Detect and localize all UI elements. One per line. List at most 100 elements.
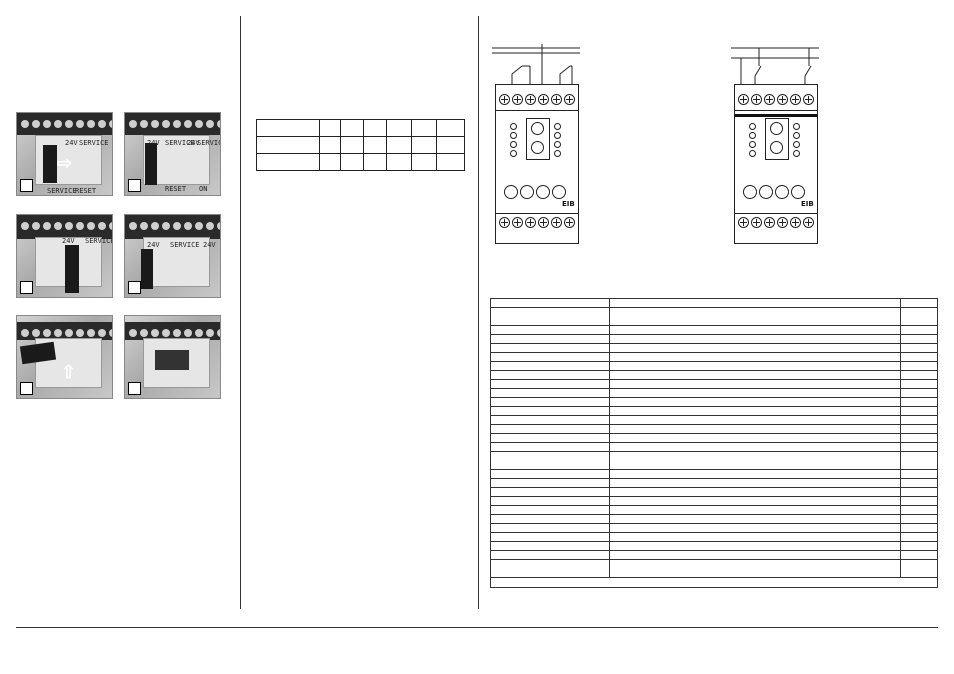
table-cell xyxy=(490,442,610,452)
photo-label: SERVICE xyxy=(170,241,200,249)
left-wiring-lines xyxy=(492,44,580,84)
status-led xyxy=(793,150,800,157)
table-cell xyxy=(363,153,387,171)
table-cell xyxy=(900,361,938,371)
terminal-screw xyxy=(803,217,814,228)
terminal-block xyxy=(155,350,189,370)
table-cell xyxy=(609,550,901,560)
table-row xyxy=(490,523,938,533)
status-led xyxy=(749,123,756,130)
column-divider-2 xyxy=(478,16,479,609)
table-cell xyxy=(490,577,938,588)
status-led xyxy=(793,123,800,130)
status-led xyxy=(554,150,561,157)
status-led xyxy=(793,141,800,148)
table-cell xyxy=(490,379,610,389)
table-cell xyxy=(900,325,938,335)
table-cell xyxy=(490,298,610,308)
table-cell xyxy=(609,307,901,326)
terminal-screw xyxy=(790,217,801,228)
table-cell xyxy=(490,415,610,425)
table-row xyxy=(256,153,465,171)
table-cell xyxy=(490,541,610,551)
table-row xyxy=(490,496,938,506)
arrow-icon: ⇧ xyxy=(61,362,77,382)
photo-label: SERVICE xyxy=(85,237,113,245)
table-row xyxy=(490,298,938,308)
terminal-screw xyxy=(764,94,775,105)
table-cell xyxy=(900,388,938,398)
table-cell xyxy=(386,136,412,154)
table-cell xyxy=(900,433,938,443)
table-cell xyxy=(609,388,901,398)
table-cell xyxy=(609,343,901,353)
table-row xyxy=(490,352,938,362)
table-cell xyxy=(609,559,901,578)
table-row xyxy=(490,469,938,479)
manual-switch xyxy=(791,185,805,199)
table-cell xyxy=(340,153,364,171)
table-row xyxy=(490,325,938,335)
table-row xyxy=(490,379,938,389)
table-cell xyxy=(490,451,610,470)
table-row xyxy=(490,532,938,542)
terminal-screw xyxy=(525,217,536,228)
channel-button xyxy=(531,141,544,154)
table-row xyxy=(490,370,938,380)
terminal-block xyxy=(145,143,157,185)
terminal-screw xyxy=(525,94,536,105)
channel-button xyxy=(531,122,544,135)
table-cell xyxy=(490,505,610,515)
photo-number-box xyxy=(128,179,141,192)
terminal-block xyxy=(141,249,153,289)
photo-number-box xyxy=(20,281,33,294)
terminal-screw xyxy=(499,217,510,228)
parameter-list-table xyxy=(490,298,938,588)
eib-logo: EIB xyxy=(562,200,575,208)
table-cell xyxy=(490,307,610,326)
table-row xyxy=(490,550,938,560)
table-cell xyxy=(609,397,901,407)
table-cell xyxy=(436,153,465,171)
terminal-screw xyxy=(751,94,762,105)
terminal-screw xyxy=(551,94,562,105)
table-row xyxy=(490,505,938,515)
terminal-screw xyxy=(538,94,549,105)
actuator-module: EIB xyxy=(734,84,818,244)
table-cell xyxy=(609,496,901,506)
table-cell xyxy=(609,415,901,425)
photo-label: 24V xyxy=(147,139,160,147)
status-led xyxy=(510,141,517,148)
table-cell xyxy=(386,153,412,171)
photo-label: 24V xyxy=(203,241,216,249)
eib-logo: EIB xyxy=(801,200,814,208)
table-cell xyxy=(490,325,610,335)
table-row xyxy=(490,334,938,344)
status-led xyxy=(749,132,756,139)
photo-label: 24V xyxy=(65,139,78,147)
table-cell xyxy=(609,541,901,551)
channel-button xyxy=(770,141,783,154)
table-cell xyxy=(363,119,387,137)
table-cell xyxy=(490,550,610,560)
table-cell xyxy=(490,343,610,353)
photo-label: 24V xyxy=(147,241,160,249)
table-row xyxy=(490,343,938,353)
table-row xyxy=(490,451,938,470)
status-led xyxy=(510,150,517,157)
table-cell xyxy=(609,442,901,452)
terminal-screw xyxy=(738,94,749,105)
photo-label: 24V xyxy=(62,237,75,245)
table-cell xyxy=(900,496,938,506)
table-cell xyxy=(609,469,901,479)
terminal-screw xyxy=(551,217,562,228)
column-divider-1 xyxy=(240,16,241,609)
table-cell xyxy=(490,469,610,479)
photo-label: SERVICE xyxy=(197,139,220,147)
table-cell xyxy=(609,532,901,542)
table-cell xyxy=(490,334,610,344)
manual-switch xyxy=(743,185,757,199)
table-cell xyxy=(436,119,465,137)
table-row xyxy=(490,307,938,326)
